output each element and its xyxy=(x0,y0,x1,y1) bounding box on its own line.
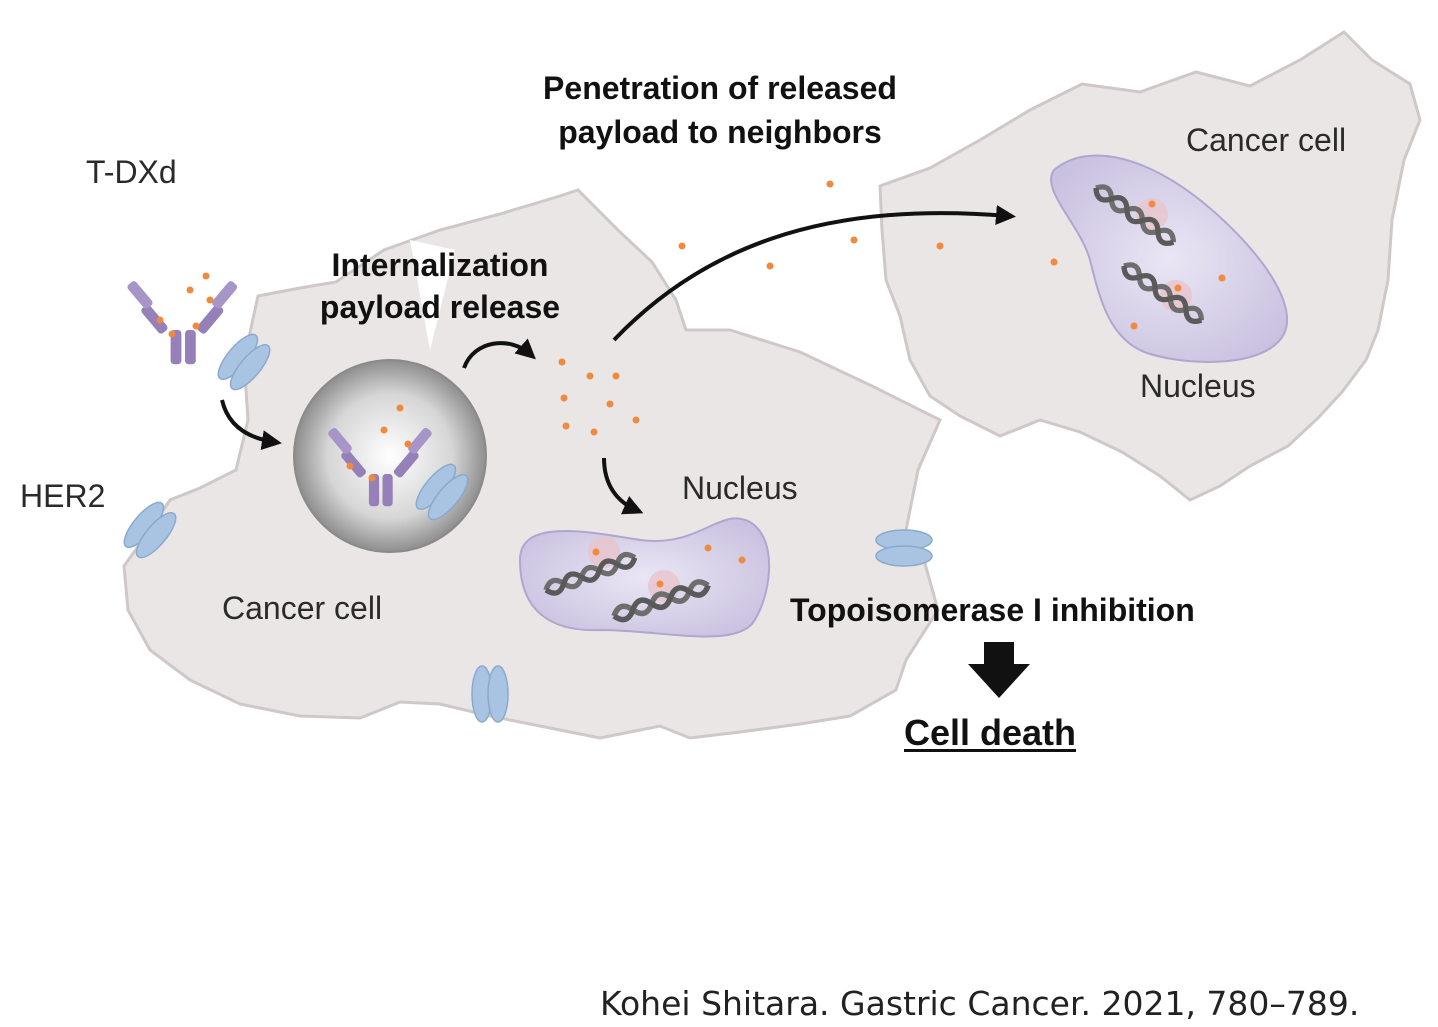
label-topoisomerase: Topoisomerase I inhibition xyxy=(790,592,1195,628)
antibody-tdxd xyxy=(126,279,239,365)
label-internalization: Internalization payload release xyxy=(290,244,590,328)
label-nucleus-right: Nucleus xyxy=(1140,368,1256,404)
label-penetration-line2: payload to neighbors xyxy=(558,114,882,150)
label-internalization-line2: payload release xyxy=(319,289,561,325)
payload-dots xyxy=(156,180,1226,588)
label-cancer-cell-right: Cancer cell xyxy=(1186,122,1347,158)
her2-receptor xyxy=(875,529,933,567)
nucleus-right-shape xyxy=(1050,154,1289,363)
label-tdxd: T-DXd xyxy=(86,154,177,190)
endosome-vesicle xyxy=(293,359,487,553)
label-cancer-cell-left: Cancer cell xyxy=(222,590,383,626)
citation: Kohei Shitara. Gastric Cancer. 2021, 780… xyxy=(600,984,1360,1023)
her2-receptor xyxy=(123,501,177,559)
cell-notch xyxy=(410,240,455,350)
her2-receptor xyxy=(217,333,271,391)
arrow-to-neighbor xyxy=(612,205,1016,342)
label-her2: HER2 xyxy=(20,478,106,514)
label-nucleus-middle: Nucleus xyxy=(682,470,798,506)
arrow-binding xyxy=(220,399,282,451)
label-cell-death: Cell death xyxy=(904,712,1077,753)
arrow-release xyxy=(462,338,536,369)
label-penetration: Penetration of released payload to neigh… xyxy=(470,66,970,154)
label-penetration-line1: Penetration of released xyxy=(543,70,897,106)
arrow-to-nucleus xyxy=(602,457,644,515)
label-internalization-line1: Internalization xyxy=(331,247,549,283)
her2-receptor xyxy=(471,665,509,723)
arrow-down-block xyxy=(968,642,1030,698)
her2-receptor xyxy=(415,463,469,521)
